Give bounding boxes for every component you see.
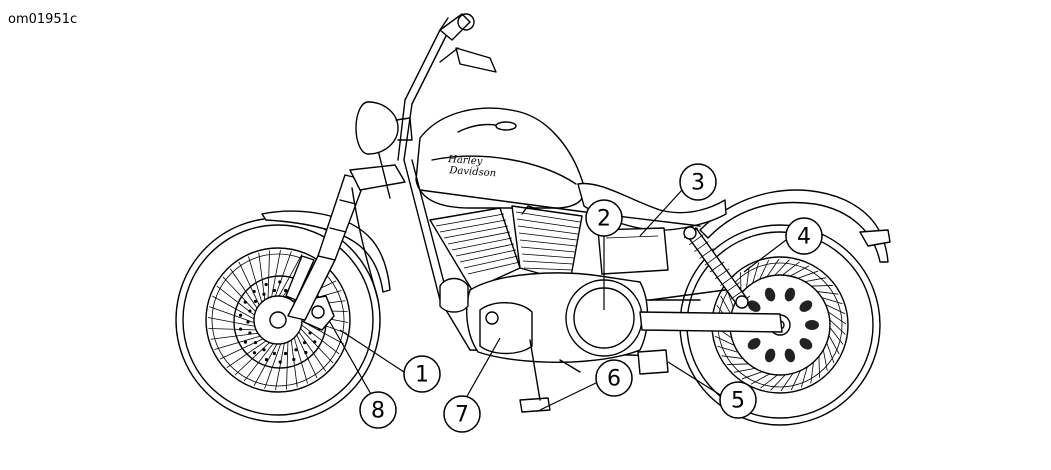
callout-6-label: 6	[607, 367, 621, 392]
rear-shock	[683, 226, 751, 309]
callout-8-label: 8	[371, 399, 385, 424]
callout-5-label: 5	[731, 389, 745, 414]
figure-id-label: om01951c	[8, 12, 78, 27]
tank-logo-line2: Davidson	[448, 165, 496, 179]
callout-1-label: 1	[415, 363, 429, 388]
callout-5: 5	[719, 381, 757, 419]
callout-4-label: 4	[797, 225, 811, 250]
front-wheel	[175, 217, 381, 423]
callout-2-label: 2	[597, 207, 611, 232]
side-cover	[597, 227, 669, 275]
tank-logo-line1: Harley	[447, 154, 483, 167]
engine	[429, 205, 649, 363]
callout-2: 2	[585, 199, 623, 237]
callout-1: 1	[403, 355, 441, 393]
front-fork	[285, 149, 406, 321]
callout-4: 4	[785, 217, 823, 255]
fuel-tank: Harley Davidson	[415, 107, 585, 209]
callout-7-label: 7	[455, 403, 469, 428]
headlight	[355, 101, 413, 155]
callout-7: 7	[443, 395, 481, 433]
callout-3-label: 3	[691, 171, 705, 196]
handlebars	[397, 13, 497, 161]
callout-3: 3	[679, 163, 717, 201]
swingarm	[639, 287, 783, 333]
callout-6: 6	[595, 359, 633, 397]
rear-fender	[699, 189, 891, 263]
callout-8: 8	[359, 391, 397, 429]
